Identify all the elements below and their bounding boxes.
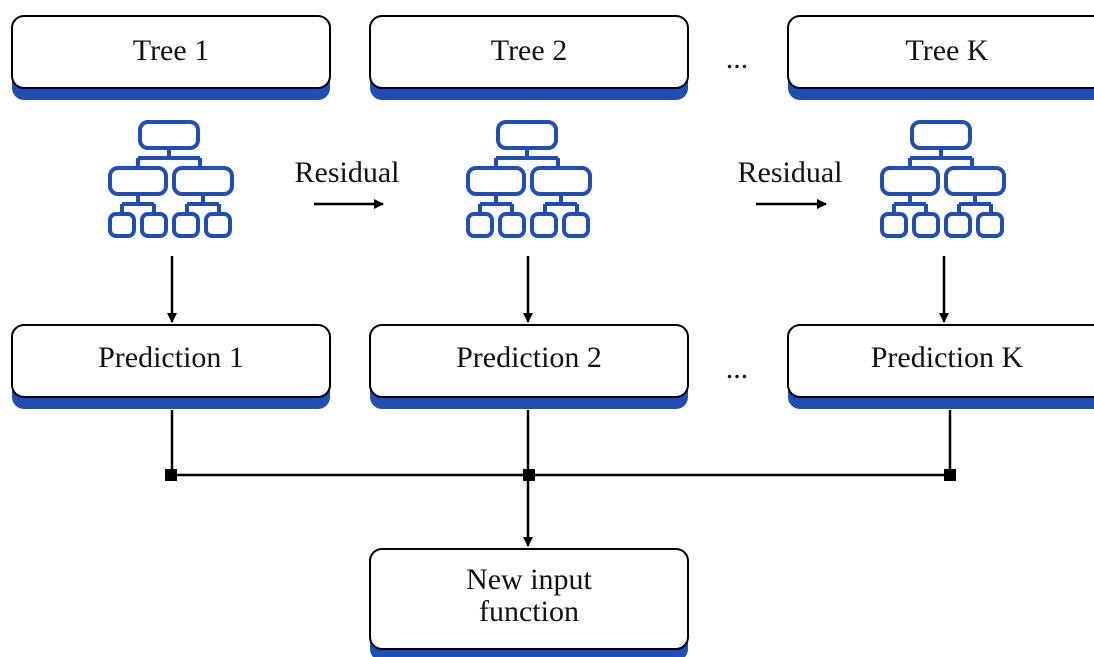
prediction-box-2: Prediction 2 <box>369 324 689 409</box>
aggregation-connector <box>170 410 952 477</box>
residual-label-1: Residual <box>295 156 400 189</box>
prediction-box-1: Prediction 1 <box>11 324 331 409</box>
tree-box-k: Tree K <box>787 15 1094 100</box>
junction-node <box>944 469 956 481</box>
prediction-label-1: Prediction 1 <box>98 341 244 374</box>
residual-label-2: Residual <box>738 156 843 189</box>
tree-box-1: Tree 1 <box>11 15 331 100</box>
prediction-label-k: Prediction K <box>871 341 1024 374</box>
prediction-label-2: Prediction 2 <box>456 341 602 374</box>
output-box: New input function <box>369 548 689 657</box>
junction-node <box>523 469 535 481</box>
junction-node <box>165 469 177 481</box>
decision-tree-icon <box>880 120 1006 238</box>
prediction-box-k: Prediction K <box>787 324 1094 409</box>
ellipsis-top: ... <box>726 42 749 75</box>
output-label-line1: New input <box>466 563 592 596</box>
tree-label-2: Tree 2 <box>491 34 567 67</box>
tree-label-1: Tree 1 <box>133 34 209 67</box>
output-label-line2: function <box>479 595 579 628</box>
decision-tree-icon <box>108 120 234 238</box>
tree-box-2: Tree 2 <box>369 15 689 100</box>
decision-tree-icon <box>466 120 592 238</box>
ellipsis-bottom: ... <box>726 352 749 385</box>
tree-label-k: Tree K <box>905 34 988 67</box>
